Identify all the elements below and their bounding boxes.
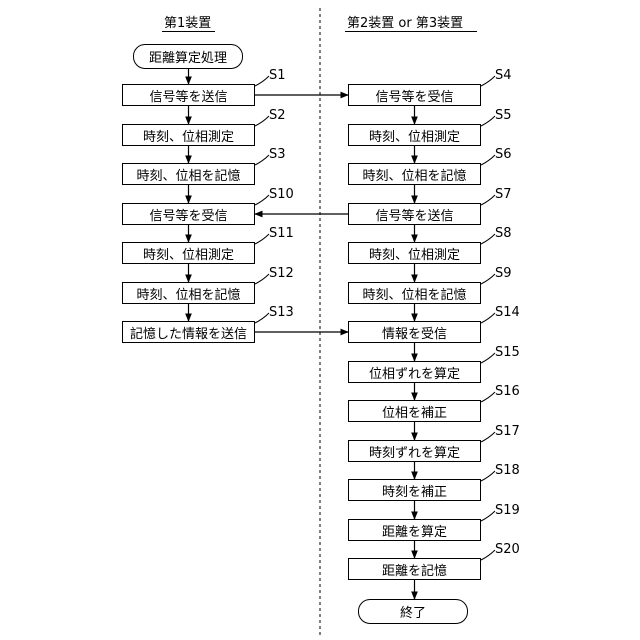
right-step-box: 時刻を補正	[348, 479, 481, 501]
right-step-box: 時刻、位相を記憶	[348, 163, 481, 185]
right-step-box: 時刻、位相測定	[348, 242, 481, 264]
left-step-label: S13	[269, 305, 294, 320]
left-step-label: S2	[269, 108, 286, 123]
left-step-label: S10	[269, 187, 294, 202]
step-label-leader	[255, 313, 269, 323]
right-step-label: S15	[495, 345, 520, 360]
step-label-leader	[481, 234, 495, 244]
right-step-label: S4	[495, 68, 512, 83]
step-label-leader	[255, 195, 269, 205]
left-step-label: S3	[269, 147, 286, 162]
step-label-leader	[481, 195, 495, 205]
right-step-label: S18	[495, 463, 520, 478]
right-step-label: S17	[495, 424, 520, 439]
step-label-leader	[481, 155, 495, 165]
right-step-label: S6	[495, 147, 512, 162]
step-label-leader	[481, 432, 495, 442]
left-step-box: 信号等を受信	[122, 203, 255, 225]
left-step-label: S1	[269, 68, 286, 83]
step-label-leader	[481, 471, 495, 481]
step-label-leader	[255, 116, 269, 126]
start-terminal: 距離算定処理	[133, 44, 243, 69]
right-step-box: 位相ずれを算定	[348, 361, 481, 383]
right-step-label: S14	[495, 305, 520, 320]
end-terminal: 終了	[358, 599, 468, 624]
second-third-device-heading-underline	[345, 31, 477, 32]
right-step-box: 時刻、位相測定	[348, 124, 481, 146]
right-step-label: S8	[495, 226, 512, 241]
right-step-box: 信号等を受信	[348, 84, 481, 106]
step-label-leader	[481, 392, 495, 402]
step-label-leader	[481, 76, 495, 86]
right-step-box: 距離を算定	[348, 519, 481, 541]
step-label-leader	[481, 550, 495, 560]
step-label-leader	[481, 313, 495, 323]
right-step-label: S20	[495, 542, 520, 557]
left-step-box: 記憶した情報を送信	[122, 321, 255, 343]
first-device-heading-underline	[162, 31, 215, 32]
right-step-box: 距離を記憶	[348, 558, 481, 580]
left-step-label: S11	[269, 226, 294, 241]
step-label-leader	[255, 155, 269, 165]
step-label-leader	[255, 234, 269, 244]
step-label-leader	[255, 274, 269, 284]
right-step-label: S5	[495, 108, 512, 123]
left-step-label: S12	[269, 266, 294, 281]
step-label-leader	[481, 274, 495, 284]
step-label-leader	[481, 353, 495, 363]
left-step-box: 時刻、位相測定	[122, 242, 255, 264]
left-step-box: 信号等を送信	[122, 84, 255, 106]
step-label-leader	[481, 116, 495, 126]
left-step-box: 時刻、位相を記憶	[122, 282, 255, 304]
right-step-label: S19	[495, 503, 520, 518]
step-label-leader	[255, 76, 269, 86]
right-step-box: 時刻、位相を記憶	[348, 282, 481, 304]
left-step-box: 時刻、位相を記憶	[122, 163, 255, 185]
step-label-leader	[481, 511, 495, 521]
right-step-box: 位相を補正	[348, 400, 481, 422]
first-device-heading: 第1装置	[164, 12, 211, 31]
right-step-box: 時刻ずれを算定	[348, 440, 481, 462]
right-step-label: S9	[495, 266, 512, 281]
right-step-label: S16	[495, 384, 520, 399]
right-step-box: 信号等を送信	[348, 203, 481, 225]
left-step-box: 時刻、位相測定	[122, 124, 255, 146]
second-third-device-heading: 第2装置 or 第3装置	[347, 12, 463, 31]
right-step-box: 情報を受信	[348, 321, 481, 343]
right-step-label: S7	[495, 187, 512, 202]
